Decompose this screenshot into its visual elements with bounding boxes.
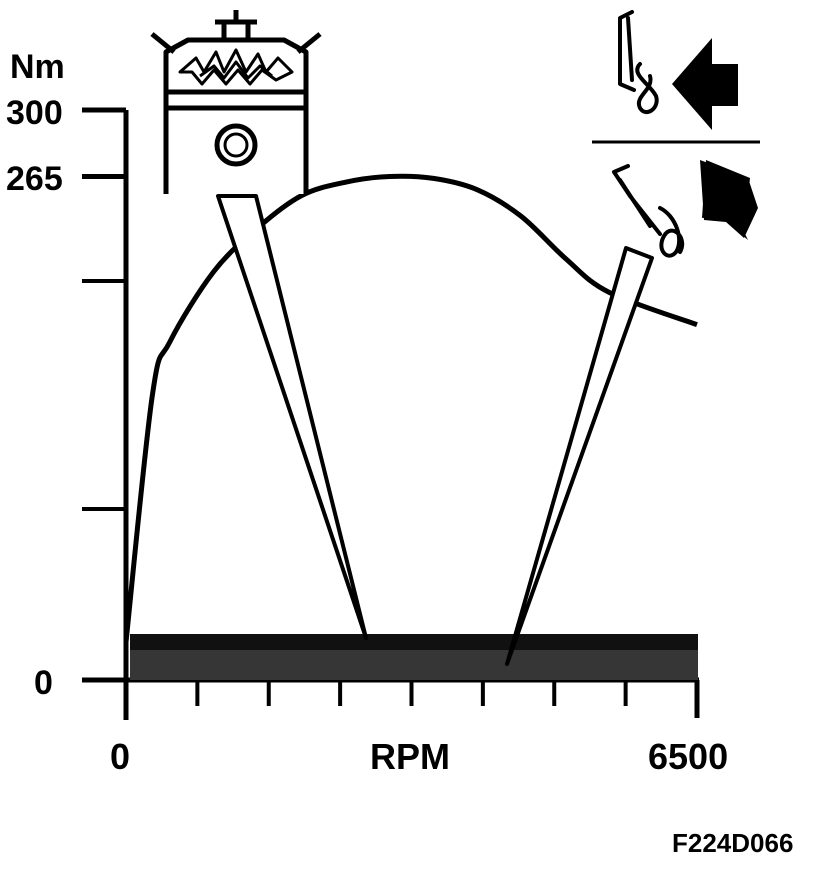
y-tick-0: 0: [34, 664, 53, 702]
torque-curve-0: [123, 173, 698, 643]
piston-pointer: [216, 194, 368, 640]
series-layer: [123, 173, 698, 643]
figure-code: F224D066: [672, 828, 794, 858]
y-tick-265: 265: [6, 160, 63, 198]
arrow-diagonal-tip: [736, 230, 748, 240]
valve-spring-icon: [612, 10, 684, 258]
y-tick-300: 300: [6, 94, 63, 132]
low-load-band-texture: [130, 650, 698, 680]
axes: [82, 107, 700, 720]
x-axis-label: RPM: [370, 736, 450, 777]
operating-band: [130, 634, 698, 680]
piston-combustion-icon: [150, 10, 322, 194]
valve-pointer: [505, 246, 654, 666]
x-tick-6500: 6500: [648, 736, 729, 777]
y-axis-unit: Nm: [10, 48, 65, 86]
x-tick-0: 0: [110, 736, 131, 777]
arrow-left-icon: [672, 38, 738, 130]
arrow-diagonal-head: [702, 160, 750, 232]
